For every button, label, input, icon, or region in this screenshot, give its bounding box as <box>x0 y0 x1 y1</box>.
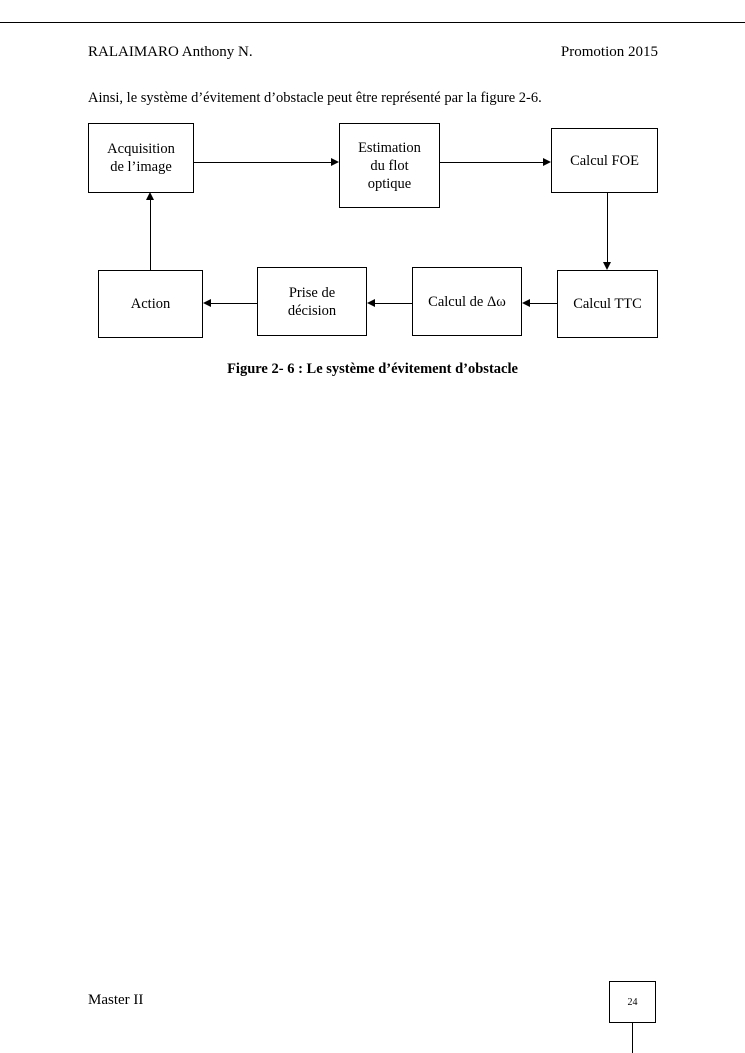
arrow-estimation-to-foe-line <box>440 162 543 163</box>
header-promotion: Promotion 2015 <box>560 44 658 60</box>
arrow-estimation-to-foe-head <box>543 158 551 166</box>
box-estimation-line-2: du flot <box>370 157 409 174</box>
diagram-box-action: Action <box>98 270 203 338</box>
arrow-action-to-acquisition-head <box>146 192 154 200</box>
page-header: RALAIMARO Anthony N. Promotion 2015 <box>88 42 658 62</box>
intro-paragraph: Ainsi, le système d’évitement d’obstacle… <box>88 90 542 106</box>
page-bottom-tick <box>632 1023 633 1053</box>
page-number: 24 <box>627 996 638 1008</box>
box-acquisition-line-2: de l’image <box>110 159 172 175</box>
diagram-box-calcul-foe: Calcul FOE <box>551 128 658 193</box>
arrow-prise-to-action-head <box>203 299 211 307</box>
diagram-box-acquisition: Acquisition de l’image <box>88 123 194 193</box>
arrow-acquisition-to-estimation-line <box>194 162 331 163</box>
arrow-prise-to-action-line <box>211 303 257 304</box>
arrow-acquisition-to-estimation-head <box>331 158 339 166</box>
box-action-line-1: Action <box>130 296 171 312</box>
box-estimation-line-3: optique <box>367 175 412 192</box>
arrow-ttc-to-delta-head <box>522 299 530 307</box>
flow-diagram: Acquisition de l’image Estimation du flo… <box>0 118 745 358</box>
diagram-box-estimation: Estimation du flot optique <box>339 123 440 208</box>
box-delta-line-1: Calcul de Δω <box>428 293 506 310</box>
diagram-box-calcul-delta-omega: Calcul de Δω <box>412 267 522 336</box>
arrow-ttc-to-delta-line <box>530 303 557 304</box>
arrow-delta-to-prise-head <box>367 299 375 307</box>
box-foe-line-1: Calcul FOE <box>570 152 639 169</box>
figure-caption: Figure 2- 6 : Le système d’évitement d’o… <box>227 361 518 377</box>
page-top-rule <box>0 22 745 23</box>
box-estimation-line-1: Estimation <box>358 139 421 156</box>
box-ttc-line-1: Calcul TTC <box>573 296 642 312</box>
box-prise-line-2: décision <box>287 302 337 319</box>
diagram-box-prise-de-decision: Prise de décision <box>257 267 367 336</box>
header-author: RALAIMARO Anthony N. <box>88 44 253 60</box>
diagram-box-calcul-ttc: Calcul TTC <box>557 270 658 338</box>
box-acquisition-line-1: Acquisition <box>107 141 175 157</box>
arrow-delta-to-prise-line <box>375 303 412 304</box>
footer-label: Master II <box>88 992 144 1008</box>
page-number-box: 24 <box>609 981 656 1023</box>
arrow-action-to-acquisition-line <box>150 200 151 270</box>
arrow-foe-to-ttc-line <box>607 193 608 262</box>
box-prise-line-1: Prise de <box>288 284 336 301</box>
arrow-foe-to-ttc-head <box>603 262 611 270</box>
